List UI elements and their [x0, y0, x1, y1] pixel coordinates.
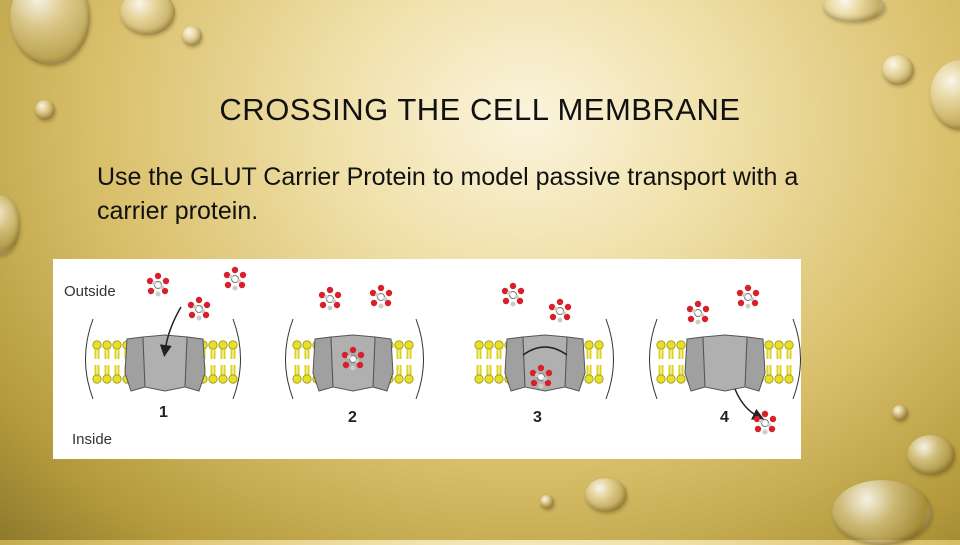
water-drop: [540, 495, 554, 509]
water-drop: [120, 0, 175, 35]
membrane-panel-2: [285, 318, 424, 400]
slide-title: CROSSING THE CELL MEMBRANE: [219, 92, 741, 127]
glut-diagram: [85, 266, 801, 435]
membrane-panel-1: [85, 306, 241, 400]
water-drop: [585, 478, 627, 512]
outside-label: Outside: [64, 283, 116, 300]
water-drop: [832, 480, 932, 545]
water-drop: [892, 405, 908, 421]
water-drop: [182, 26, 202, 46]
water-drop: [0, 195, 20, 255]
step-label-1: 1: [159, 404, 168, 421]
step-label-2: 2: [348, 409, 357, 426]
water-drop: [35, 100, 55, 120]
membrane-panel-3: [473, 318, 614, 400]
inside-label: Inside: [72, 431, 113, 448]
slide-body-text: Use the GLUT Carrier Protein to model pa…: [97, 163, 799, 225]
water-drop: [882, 55, 914, 85]
glut-transport-figure: Outside Inside 1 2 3 4: [53, 259, 801, 459]
water-drop: [907, 435, 955, 475]
membrane-panel-4: [649, 318, 801, 420]
water-drop: [823, 0, 885, 22]
step-label-4: 4: [720, 409, 729, 426]
water-drop: [10, 0, 90, 65]
step-label-3: 3: [533, 409, 542, 426]
